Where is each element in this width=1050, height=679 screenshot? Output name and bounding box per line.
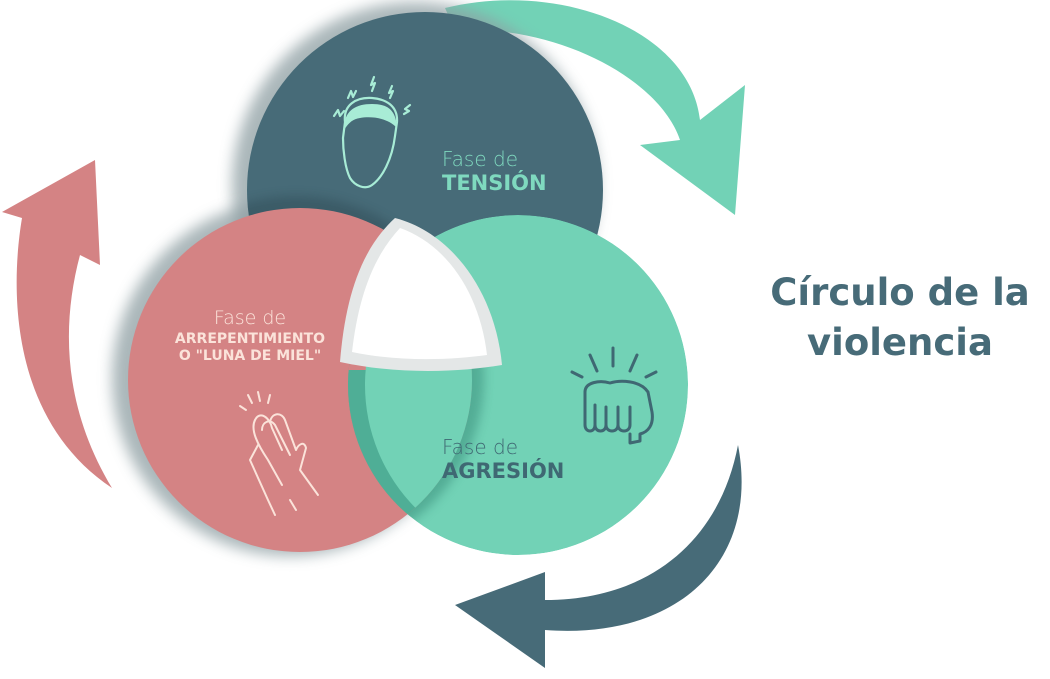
stressed-head-icon bbox=[332, 75, 412, 189]
arrepentimiento-prefix: Fase de bbox=[213, 307, 287, 329]
arrow-arrepentimiento-to-tension bbox=[2, 160, 112, 488]
tension-prefix: Fase de bbox=[442, 147, 519, 171]
tension-name: TENSIÓN bbox=[442, 171, 547, 195]
fist-punch-icon bbox=[570, 346, 658, 445]
diagram-title: Círculo de la violencia bbox=[750, 268, 1050, 368]
agresion-name: AGRESIÓN bbox=[442, 459, 565, 483]
arrow-tension-to-agresion bbox=[445, 0, 745, 215]
title-line-1: Círculo de la bbox=[770, 271, 1030, 314]
praying-hands-icon bbox=[239, 391, 319, 516]
agresion-label: Fase de AGRESIÓN bbox=[442, 436, 592, 483]
arrepentimiento-name-line1: ARREPENTIMIENTO bbox=[174, 330, 326, 347]
arrepentimiento-label: Fase de ARREPENTIMIENTO O "LUNA DE MIEL" bbox=[155, 308, 345, 365]
tension-label: Fase de TENSIÓN bbox=[442, 148, 572, 195]
arrepentimiento-name-line2: O "LUNA DE MIEL" bbox=[178, 348, 322, 365]
title-line-2: violencia bbox=[807, 321, 993, 364]
arrow-agresion-to-arrepentimiento bbox=[455, 445, 742, 668]
agresion-prefix: Fase de bbox=[442, 435, 519, 459]
